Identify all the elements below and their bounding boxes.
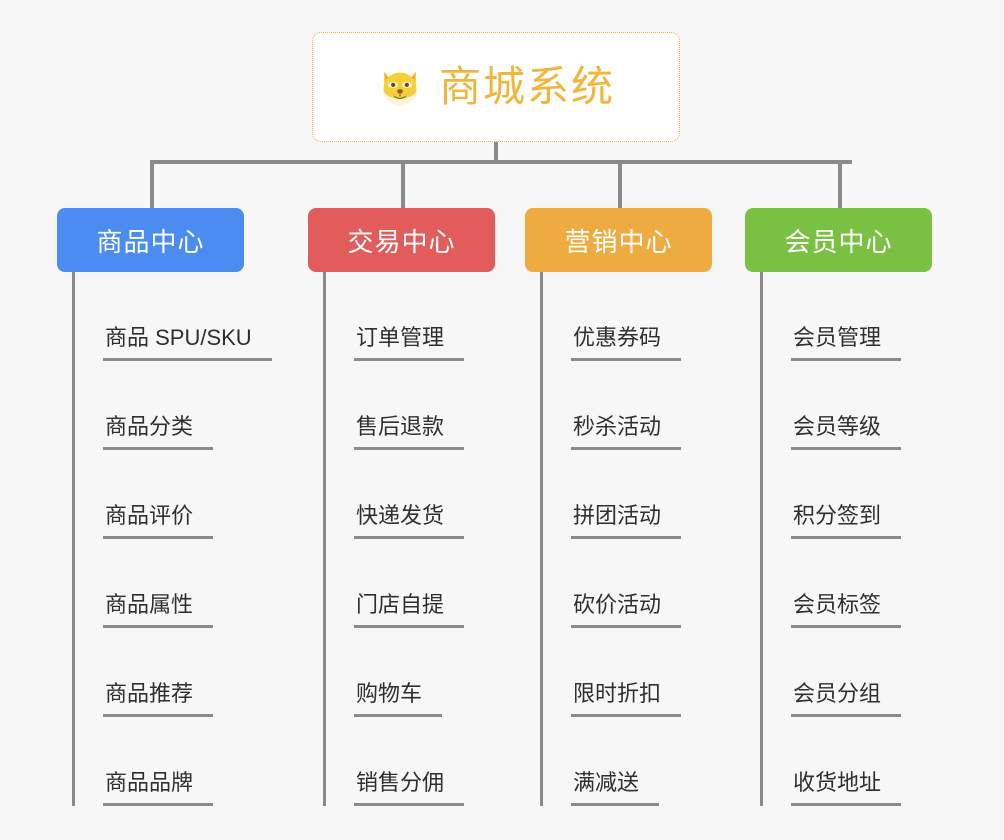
- leaf-item[interactable]: 商品推荐: [72, 628, 322, 717]
- leaf-list-2: 优惠券码 秒杀活动 拼团活动 砍价活动 限时折扣 满减送: [540, 272, 790, 806]
- leaf-item[interactable]: 满减送: [540, 717, 790, 806]
- leaf-label: 会员标签: [791, 594, 902, 628]
- leaf-item[interactable]: 购物车: [323, 628, 573, 717]
- leaf-label: 优惠券码: [571, 327, 682, 361]
- leaf-item[interactable]: 收货地址: [760, 717, 1004, 806]
- category-header-0[interactable]: 商品中心: [57, 208, 244, 272]
- leaf-item[interactable]: 拼团活动: [540, 450, 790, 539]
- leaf-item[interactable]: 会员管理: [760, 272, 1004, 361]
- leaf-item[interactable]: 会员等级: [760, 361, 1004, 450]
- branch-drop-line-3: [838, 160, 842, 208]
- leaf-label: 秒杀活动: [571, 416, 682, 450]
- leaf-label: 售后退款: [354, 416, 465, 450]
- leaf-label: 门店自提: [354, 594, 465, 628]
- leaf-label: 商品 SPU/SKU: [103, 327, 272, 361]
- leaf-label: 销售分佣: [354, 772, 465, 806]
- branch-drop-line-2: [618, 160, 622, 208]
- root-title: 商城系统: [438, 63, 615, 110]
- branch-drop-line-1: [401, 160, 405, 208]
- category-title-0: 商品中心: [96, 226, 205, 257]
- leaf-label: 订单管理: [354, 327, 465, 361]
- leaf-label: 购物车: [354, 683, 443, 717]
- leaf-label: 砍价活动: [571, 594, 682, 628]
- leaf-label: 商品属性: [103, 594, 214, 628]
- category-header-2[interactable]: 营销中心: [525, 208, 712, 272]
- leaf-item[interactable]: 会员分组: [760, 628, 1004, 717]
- branch-bus-line: [150, 160, 852, 164]
- category-header-1[interactable]: 交易中心: [308, 208, 495, 272]
- leaf-item[interactable]: 商品品牌: [72, 717, 322, 806]
- leaf-list-0: 商品 SPU/SKU 商品分类 商品评价 商品属性 商品推荐 商品品牌: [72, 272, 322, 806]
- leaf-item[interactable]: 门店自提: [323, 539, 573, 628]
- leaf-label: 商品评价: [103, 505, 214, 539]
- leaf-label: 积分签到: [791, 505, 902, 539]
- leaf-item[interactable]: 砍价活动: [540, 539, 790, 628]
- leaf-label: 收货地址: [791, 772, 902, 806]
- leaf-spine-2: [540, 272, 543, 806]
- leaf-item[interactable]: 商品 SPU/SKU: [72, 272, 322, 361]
- shiba-dog-face-icon: [377, 64, 423, 110]
- leaf-list-1: 订单管理 售后退款 快递发货 门店自提 购物车 销售分佣: [323, 272, 573, 806]
- leaf-item[interactable]: 积分签到: [760, 450, 1004, 539]
- leaf-label: 会员等级: [791, 416, 902, 450]
- leaf-item[interactable]: 限时折扣: [540, 628, 790, 717]
- leaf-label: 拼团活动: [571, 505, 682, 539]
- leaf-label: 商品品牌: [103, 772, 214, 806]
- root-node[interactable]: 商城系统: [312, 32, 680, 142]
- leaf-item[interactable]: 商品评价: [72, 450, 322, 539]
- leaf-label: 商品推荐: [103, 683, 214, 717]
- leaf-item[interactable]: 销售分佣: [323, 717, 573, 806]
- leaf-item[interactable]: 商品分类: [72, 361, 322, 450]
- leaf-item[interactable]: 秒杀活动: [540, 361, 790, 450]
- leaf-item[interactable]: 订单管理: [323, 272, 573, 361]
- leaf-label: 商品分类: [103, 416, 214, 450]
- category-title-2: 营销中心: [564, 226, 673, 257]
- leaf-list-3: 会员管理 会员等级 积分签到 会员标签 会员分组 收货地址: [760, 272, 1004, 806]
- root-stem-line: [494, 142, 498, 162]
- leaf-item[interactable]: 商品属性: [72, 539, 322, 628]
- leaf-label: 快递发货: [354, 505, 465, 539]
- branch-drop-line-0: [150, 160, 154, 208]
- leaf-spine-0: [72, 272, 75, 806]
- category-title-1: 交易中心: [347, 226, 456, 257]
- leaf-item[interactable]: 快递发货: [323, 450, 573, 539]
- leaf-label: 限时折扣: [571, 683, 682, 717]
- leaf-item[interactable]: 售后退款: [323, 361, 573, 450]
- leaf-item[interactable]: 会员标签: [760, 539, 1004, 628]
- leaf-label: 会员管理: [791, 327, 902, 361]
- category-header-3[interactable]: 会员中心: [745, 208, 932, 272]
- leaf-label: 满减送: [571, 772, 660, 806]
- leaf-item[interactable]: 优惠券码: [540, 272, 790, 361]
- leaf-label: 会员分组: [791, 683, 902, 717]
- leaf-spine-3: [760, 272, 763, 806]
- category-title-3: 会员中心: [784, 226, 893, 257]
- leaf-spine-1: [323, 272, 326, 806]
